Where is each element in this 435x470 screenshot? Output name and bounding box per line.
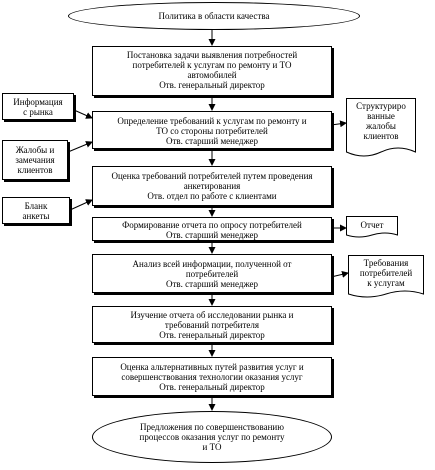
output-3-line-2: потребителей	[359, 268, 413, 278]
input-questionnaire-box: Бланк анкеты	[2, 197, 70, 224]
step-3-box: Оценка требований потребителей путем про…	[92, 166, 332, 206]
output-requirements-doc: Требования потребителей к услугам	[348, 255, 424, 301]
document-shape-icon	[346, 98, 416, 157]
output-3-line-1: Требования	[363, 258, 409, 268]
arrow-input-questionnaire	[69, 199, 93, 211]
step-1-line-4: Отв. генеральный директор	[159, 80, 265, 90]
step-2-line-3: Отв. старший менеджер	[165, 136, 259, 146]
input-2-line-2: замечания	[15, 155, 55, 165]
step-3-line-3: Отв. отдел по работе с клиентами	[147, 191, 277, 201]
step-3-line-1: Оценка требований потребителей путем про…	[111, 171, 313, 181]
step-5-line-1: Анализ всей информации, полученной от	[132, 259, 292, 269]
step-7-box: Оценка альтернативных путей развития усл…	[92, 357, 332, 396]
document-shape-icon	[346, 216, 398, 238]
input-3-line-2: анкеты	[22, 211, 50, 221]
step-1-line-2: потребителей к услугам по ремонту и ТО	[132, 60, 292, 70]
arrow-input-complaints	[67, 141, 93, 153]
input-1-line-1: Информация	[13, 97, 63, 107]
step-6-line-1: Изучение отчета об исследовании рынка и	[130, 310, 294, 320]
arrow-output-requirements	[330, 270, 349, 278]
start-oval: Политика в области качества	[68, 2, 360, 30]
step-6-line-2: требований потребителя	[164, 320, 260, 330]
step-4-box: Формирование отчета по опросу потребител…	[92, 217, 332, 241]
input-2-line-1: Жалобы и	[15, 145, 55, 155]
output-1-line-3: жалобы	[366, 121, 396, 131]
input-market-info-box: Информация с рынка	[2, 93, 74, 120]
input-1-line-2: с рынка	[23, 107, 53, 117]
output-3-line-3: к услугам	[367, 278, 405, 288]
step-2-box: Определение требований к услугам по ремо…	[92, 111, 332, 149]
step-7-line-3: Отв. генеральный директор	[159, 382, 265, 392]
step-5-line-3: Отв. старший менеджер	[165, 279, 259, 289]
step-6-line-3: Отв. генеральный директор	[159, 330, 265, 340]
end-line-2: процессов оказания услуг по ремонту	[139, 432, 285, 442]
output-1-line-4: клиентов	[363, 131, 399, 141]
input-3-line-1: Бланк	[24, 201, 48, 211]
output-1-line-2: ванные	[367, 111, 395, 121]
step-5-box: Анализ всей информации, полученной от по…	[92, 254, 332, 293]
output-1-line-1: Структуриро	[356, 101, 406, 111]
start-line-1: Политика в области качества	[158, 11, 270, 21]
step-7-line-2: совершенствования технологии оказания ус…	[121, 372, 303, 382]
document-shape-icon	[348, 255, 424, 298]
step-7-line-1: Оценка альтернативных путей развития усл…	[120, 362, 304, 372]
step-3-line-2: анкетирования	[183, 181, 241, 191]
step-6-box: Изучение отчета об исследовании рынка и …	[92, 306, 332, 343]
output-2-line-1: Отчет	[360, 220, 384, 230]
step-5-line-2: потребителей	[185, 269, 239, 279]
step-2-line-2: ТО со стороны потребителей	[156, 126, 268, 136]
end-line-1: Предложения по совершенствованию	[140, 422, 284, 432]
arrow-output-complaints	[330, 120, 347, 128]
input-2-line-3: клиентов	[17, 165, 53, 175]
output-report-doc: Отчет	[346, 216, 398, 240]
step-4-line-2: Отв. старший менеджер	[165, 230, 259, 240]
end-oval: Предложения по совершенствованию процесс…	[92, 411, 332, 463]
step-1-line-3: автомобилей	[187, 70, 237, 80]
step-4-line-1: Формирование отчета по опросу потребител…	[122, 220, 302, 230]
step-1-line-1: Постановка задачи выявления потребностей	[126, 50, 298, 60]
input-complaints-box: Жалобы и замечания клиентов	[2, 140, 68, 180]
end-line-3: и ТО	[202, 442, 222, 452]
step-1-box: Постановка задачи выявления потребностей…	[92, 46, 332, 96]
arrow-input-market-info	[73, 109, 93, 119]
step-2-line-1: Определение требований к услугам по ремо…	[117, 116, 307, 126]
output-complaints-doc: Структуриро ванные жалобы клиентов	[346, 98, 416, 160]
